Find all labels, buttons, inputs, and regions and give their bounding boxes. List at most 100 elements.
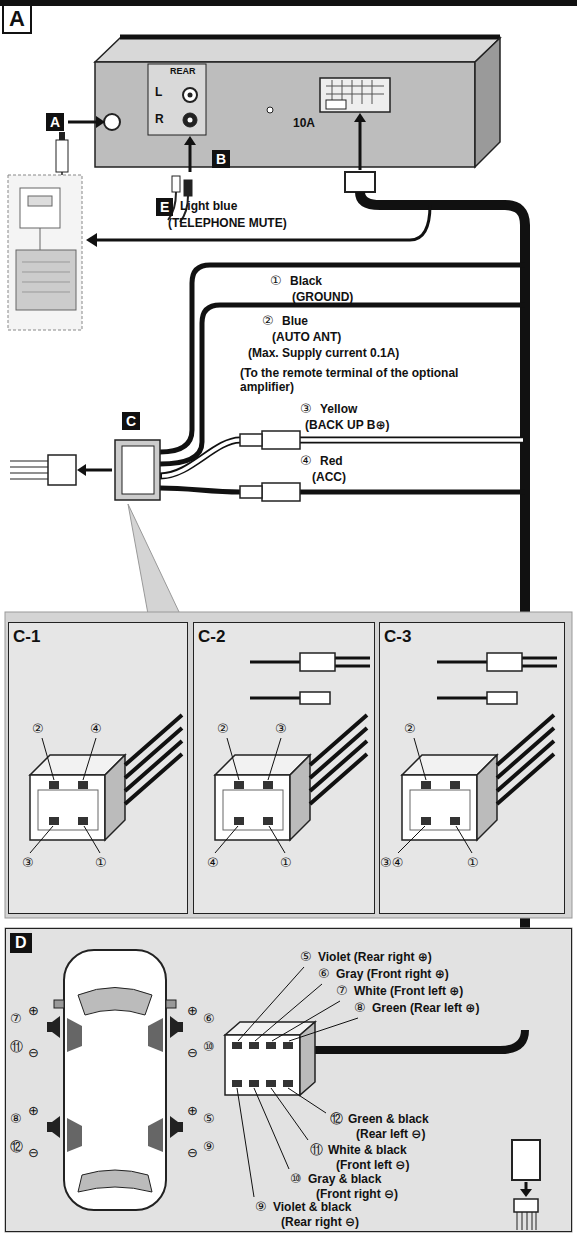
wire-label: (AUTO ANT) <box>272 330 341 344</box>
leader-lines-part <box>30 738 100 853</box>
rca-plugs-part <box>172 176 180 192</box>
car-outline-part <box>54 1000 64 1008</box>
car-outline-part <box>148 1118 163 1152</box>
callout-number: ⑨ <box>255 1200 267 1214</box>
polarity-sign: ⊕ <box>28 1104 39 1118</box>
detail-panel: C-1 <box>8 622 188 914</box>
power-wires-part <box>262 483 300 501</box>
callout-number: ⑪ <box>10 1040 23 1054</box>
rca-plugs-part <box>184 180 192 196</box>
wire-label: R <box>155 112 164 126</box>
car-outline <box>54 950 176 1210</box>
antenna-plug-part <box>56 140 68 172</box>
callout-number: ⑥ <box>203 1012 215 1026</box>
antenna-plug-part <box>59 132 65 140</box>
callout-number: ① <box>467 856 479 870</box>
speaker-symbols-part <box>52 1116 60 1138</box>
car-outline-part <box>148 1018 163 1052</box>
inline-connectors-part <box>487 692 517 704</box>
telephone-mute-wire-part <box>86 233 97 247</box>
c-connector-part <box>122 446 154 494</box>
cable-end-connector-part <box>512 1140 540 1180</box>
c-detail-panel-part <box>128 504 180 614</box>
section-letter: B <box>212 150 230 168</box>
callout-number: ③ <box>300 402 312 416</box>
callout-number: ④ <box>90 722 102 736</box>
telephone-unit-part <box>20 188 60 228</box>
speaker-symbols-part <box>170 1116 178 1138</box>
car-outline-part <box>67 1018 82 1052</box>
head-unit-part <box>267 107 273 113</box>
polarity-sign: ⊖ <box>187 1146 198 1160</box>
panel-letter: D <box>10 933 32 953</box>
telephone-unit-part <box>16 250 76 310</box>
wire-label: Yellow <box>320 402 357 416</box>
leader-lines <box>30 738 472 853</box>
callout-number: ④ <box>207 856 219 870</box>
callout-number: ⑪ <box>310 1143 323 1157</box>
callout-number: ⑩ <box>203 1040 215 1054</box>
head-unit-part <box>183 113 197 127</box>
c-detail-panel-part <box>5 612 572 918</box>
speaker-symbols-part <box>52 1016 60 1038</box>
callout-number: ② <box>404 722 416 736</box>
detail-panel: C-2 <box>193 622 375 914</box>
car-outline-part <box>64 950 166 1210</box>
wire-label: (Front right ⊖) <box>316 1187 398 1201</box>
antenna-plug-part <box>68 121 98 124</box>
callout-number: ⑨ <box>203 1140 215 1154</box>
callout-number: ⑦ <box>336 984 348 998</box>
wire-label: (GROUND) <box>292 290 353 304</box>
rca-plugs-part <box>189 142 192 172</box>
section-letter: A <box>46 113 64 131</box>
c-detail-panel-part <box>193 622 375 914</box>
power-wires <box>160 265 525 501</box>
wire-label: Light blue <box>180 199 237 213</box>
panel-letter: C-2 <box>198 627 225 647</box>
c-detail-panel-part <box>379 622 565 914</box>
speaker-connector-part <box>249 1042 259 1049</box>
cable-end-connector <box>512 1140 540 1230</box>
leader-lines-part <box>215 738 285 853</box>
speaker-connector-part <box>232 1080 242 1087</box>
power-wires-part <box>262 431 300 449</box>
car-outline-part <box>166 1000 176 1008</box>
speaker-symbols-part <box>47 1122 52 1132</box>
wire-label: White & black <box>328 1143 407 1157</box>
telephone-unit <box>8 175 82 330</box>
speaker-symbols-part <box>178 1122 183 1132</box>
callout-number: ⑤ <box>203 1112 215 1126</box>
wire-label: (Max. Supply current 0.1A) <box>248 346 399 360</box>
wire-label: (Rear right ⊖) <box>281 1215 359 1229</box>
telephone-unit-part <box>22 262 70 292</box>
head-unit-part <box>104 114 120 130</box>
power-wires-part <box>160 488 525 492</box>
telephone-mute-wire <box>86 205 430 247</box>
callout-number: ⑦ <box>10 1012 22 1026</box>
c-connector <box>10 440 160 500</box>
detail-panel: D <box>5 928 572 1232</box>
head-unit-part <box>320 78 390 112</box>
wire-label: Red <box>320 454 343 468</box>
rca-plugs-part <box>184 136 196 145</box>
wire-label: (TELEPHONE MUTE) <box>168 216 287 230</box>
callout-number: ② <box>32 722 44 736</box>
telephone-mute-wire-part <box>95 205 430 240</box>
callout-number: ③ <box>22 856 34 870</box>
wire-label: (Rear left ⊖) <box>356 1127 425 1141</box>
speaker-connector-part <box>266 1080 276 1087</box>
speaker-connector-part <box>315 1030 525 1050</box>
cable-end-connector-part <box>520 1189 532 1197</box>
telephone-unit-part <box>8 175 82 330</box>
c-connector-part <box>77 464 86 476</box>
wire-label: (BACK UP B⊕) <box>305 418 390 432</box>
power-wires-part <box>240 434 262 446</box>
head-unit-part <box>120 35 500 40</box>
callout-number: ⑫ <box>330 1112 343 1126</box>
c-detail-panel <box>5 504 572 918</box>
callout-number: ① <box>280 856 292 870</box>
telephone-unit-part <box>40 228 41 250</box>
c-connector-part <box>10 461 48 479</box>
